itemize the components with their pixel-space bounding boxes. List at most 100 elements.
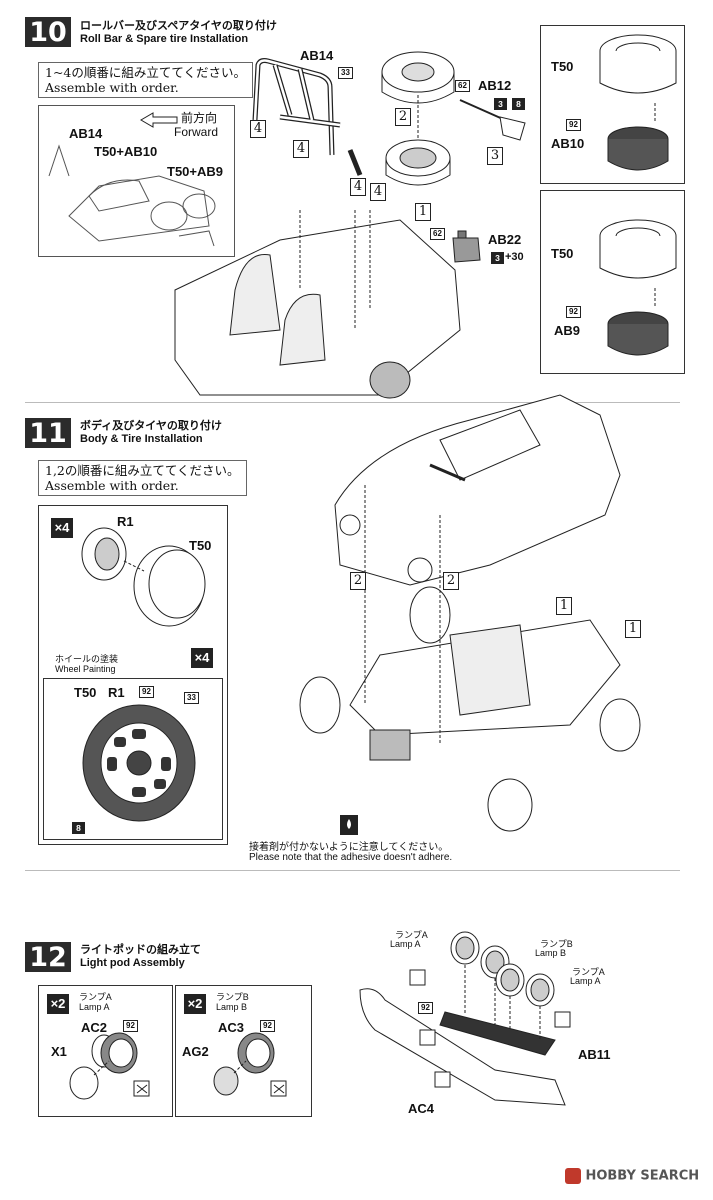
adhesive-warning-icon: [340, 815, 358, 835]
inset-label-t50-ab9: T50+AB9: [167, 164, 223, 179]
tire-panel-bottom: T50 92 AB9: [540, 190, 685, 374]
lamp-b-paint: 92: [260, 1020, 275, 1032]
lamp-b-part-ac3: AC3: [218, 1020, 245, 1035]
divider-2: [25, 870, 680, 871]
step-11-title-en: Body & Tire Installation: [80, 433, 203, 445]
tire-top-drawing: [599, 34, 677, 171]
order-mark-2: 2: [395, 108, 411, 126]
wheel-qty-badge: ×4: [51, 518, 73, 538]
tire-top-ab10-label: AB10: [551, 136, 585, 151]
tire-top-paint: 92: [566, 119, 581, 131]
step-10-order-note: 1~4の順番に組み立ててください。 Assemble with order.: [38, 62, 254, 98]
forward-en: Forward: [174, 125, 219, 139]
forward-jp: 前方向: [181, 111, 218, 125]
step-10-note-jp: 1~4の順番に組み立ててください。: [45, 65, 247, 80]
inset-car-sketch: [48, 144, 216, 247]
step-11-order-1a: 1: [556, 597, 572, 615]
lamp-b-drawing: [213, 1032, 287, 1097]
lamp-b-name-jp: ランプB: [216, 992, 249, 1002]
forward-arrow-icon: [140, 112, 178, 128]
painting-paint-92: 92: [139, 686, 154, 698]
order-mark-4c: 4: [350, 178, 366, 196]
watermark-logo-icon: [565, 1167, 581, 1184]
can-label: AB22: [488, 232, 522, 247]
order-mark-3: 3: [487, 147, 503, 165]
step-10-inset-panel: AB14 T50+AB10 T50+AB9 前方向 Forward: [38, 105, 235, 257]
tire-bottom-paint: 92: [566, 306, 581, 318]
painting-t50: T50: [74, 685, 97, 700]
jack-paint-code-3: 3: [494, 98, 507, 110]
tire-bottom-ab9-label: AB9: [554, 323, 581, 338]
tire-bottom-t50-label: T50: [551, 246, 574, 261]
wheel-painting-subpanel: T50 R1 92 33 8: [43, 678, 223, 840]
painted-wheel-drawing: [82, 704, 196, 822]
painting-qty-badge: ×4: [191, 648, 213, 668]
wheel-t50-label: T50: [189, 538, 212, 553]
rollbar-label: AB14: [300, 48, 334, 63]
lamp-a-panel: ×2 ランプA Lamp A AC2 92 X1: [38, 985, 173, 1117]
lamp-b-name-en: Lamp B: [216, 1002, 248, 1012]
painting-paint-8: 8: [72, 822, 85, 834]
lamp-a-part-ac2: AC2: [81, 1020, 108, 1035]
forward-indicator: 前方向 Forward: [139, 109, 218, 139]
pod-lamp-a2-jp: ランプA: [572, 967, 605, 977]
rollbar-drawing: [252, 58, 363, 176]
step-10-chassis-drawing: [174, 210, 461, 399]
gas-can-drawing: [452, 230, 481, 263]
step-10-title-jp: ロールバー及びスペアタイヤの取り付け: [80, 20, 277, 32]
wheel-tire-drawing: [81, 527, 206, 627]
watermark-text: HOBBY SEARCH: [585, 1168, 700, 1184]
pod-bar-ab11: AB11: [578, 1047, 611, 1062]
step-11-title-jp: ボディ及びタイヤの取り付け: [80, 420, 222, 432]
jack-paint-code: 62: [455, 80, 470, 92]
wheel-painting-jp: ホイールの塗装: [55, 654, 119, 664]
lamp-a-qty: ×2: [47, 994, 69, 1014]
spare-tire-drawing: [381, 51, 455, 186]
tire-bottom-drawing: [599, 219, 677, 356]
lamp-b-panel: ×2 ランプB Lamp B AC3 92 AG2: [175, 985, 312, 1117]
inset-label-t50-ab10: T50+AB10: [94, 144, 158, 159]
can-paint-code-30: +30: [505, 251, 524, 263]
light-pod-drawing: [359, 931, 571, 1106]
wheel-r1-label: R1: [117, 514, 134, 529]
order-mark-4a: 4: [250, 120, 266, 138]
pod-lamp-a1-en: Lamp A: [390, 939, 421, 949]
step-11-order-note: 1,2の順番に組み立ててください。 Assemble with order.: [38, 460, 247, 496]
step-10-note-en: Assemble with order.: [45, 80, 179, 95]
lamp-a-name-en: Lamp A: [79, 1002, 110, 1012]
wheel-assembly-panel: ×4 R1 T50 ホイールの塗装 Wheel Painting ×4 T50 …: [38, 505, 228, 845]
rollbar-paint-code: 33: [338, 67, 353, 79]
painting-paint-33: 33: [184, 692, 199, 704]
pod-paint: 92: [418, 1002, 433, 1014]
jack-label: AB12: [478, 78, 512, 93]
order-mark-1: 1: [415, 203, 431, 221]
pod-lamp-b-jp: ランプB: [540, 939, 573, 949]
step-10-title-en: Roll Bar & Spare tire Installation: [80, 33, 249, 45]
divider-1: [25, 402, 680, 403]
jack-paint-code-8: 8: [512, 98, 525, 110]
step-number-10: 10: [25, 17, 71, 48]
lamp-a-drawing: [69, 1032, 150, 1100]
step-11-note-jp: 1,2の順番に組み立ててください。: [45, 463, 240, 478]
lamp-a-name-jp: ランプA: [79, 992, 112, 1002]
tire-top-t50-label: T50: [551, 59, 574, 74]
step-number-12: 12: [25, 942, 71, 973]
adhesive-note-en: Please note that the adhesive doesn't ad…: [249, 852, 453, 863]
pod-lamp-b-en: Lamp B: [535, 948, 567, 958]
inset-label-ab14: AB14: [69, 126, 103, 141]
watermark: HOBBY SEARCH: [565, 1167, 699, 1185]
step-number-11: 11: [25, 418, 71, 449]
can-paint-code-3: 3: [491, 252, 504, 264]
lamp-a-lens-x1: X1: [51, 1044, 67, 1059]
can-paint-code: 62: [430, 228, 445, 240]
step-11-order-2b: 2: [443, 572, 459, 590]
wheel-painting-en: Wheel Painting: [55, 664, 116, 674]
order-mark-4d: 4: [370, 183, 386, 201]
lamp-b-lens-ag2: AG2: [182, 1044, 209, 1059]
step-12-title-jp: ライトポッドの組み立て: [80, 944, 201, 956]
pod-lamp-a1-jp: ランプA: [395, 930, 428, 940]
jack-drawing: [459, 99, 526, 141]
order-mark-4b: 4: [293, 140, 309, 158]
tire-panel-top: T50 92 AB10: [540, 25, 685, 184]
lamp-a-paint: 92: [123, 1020, 138, 1032]
